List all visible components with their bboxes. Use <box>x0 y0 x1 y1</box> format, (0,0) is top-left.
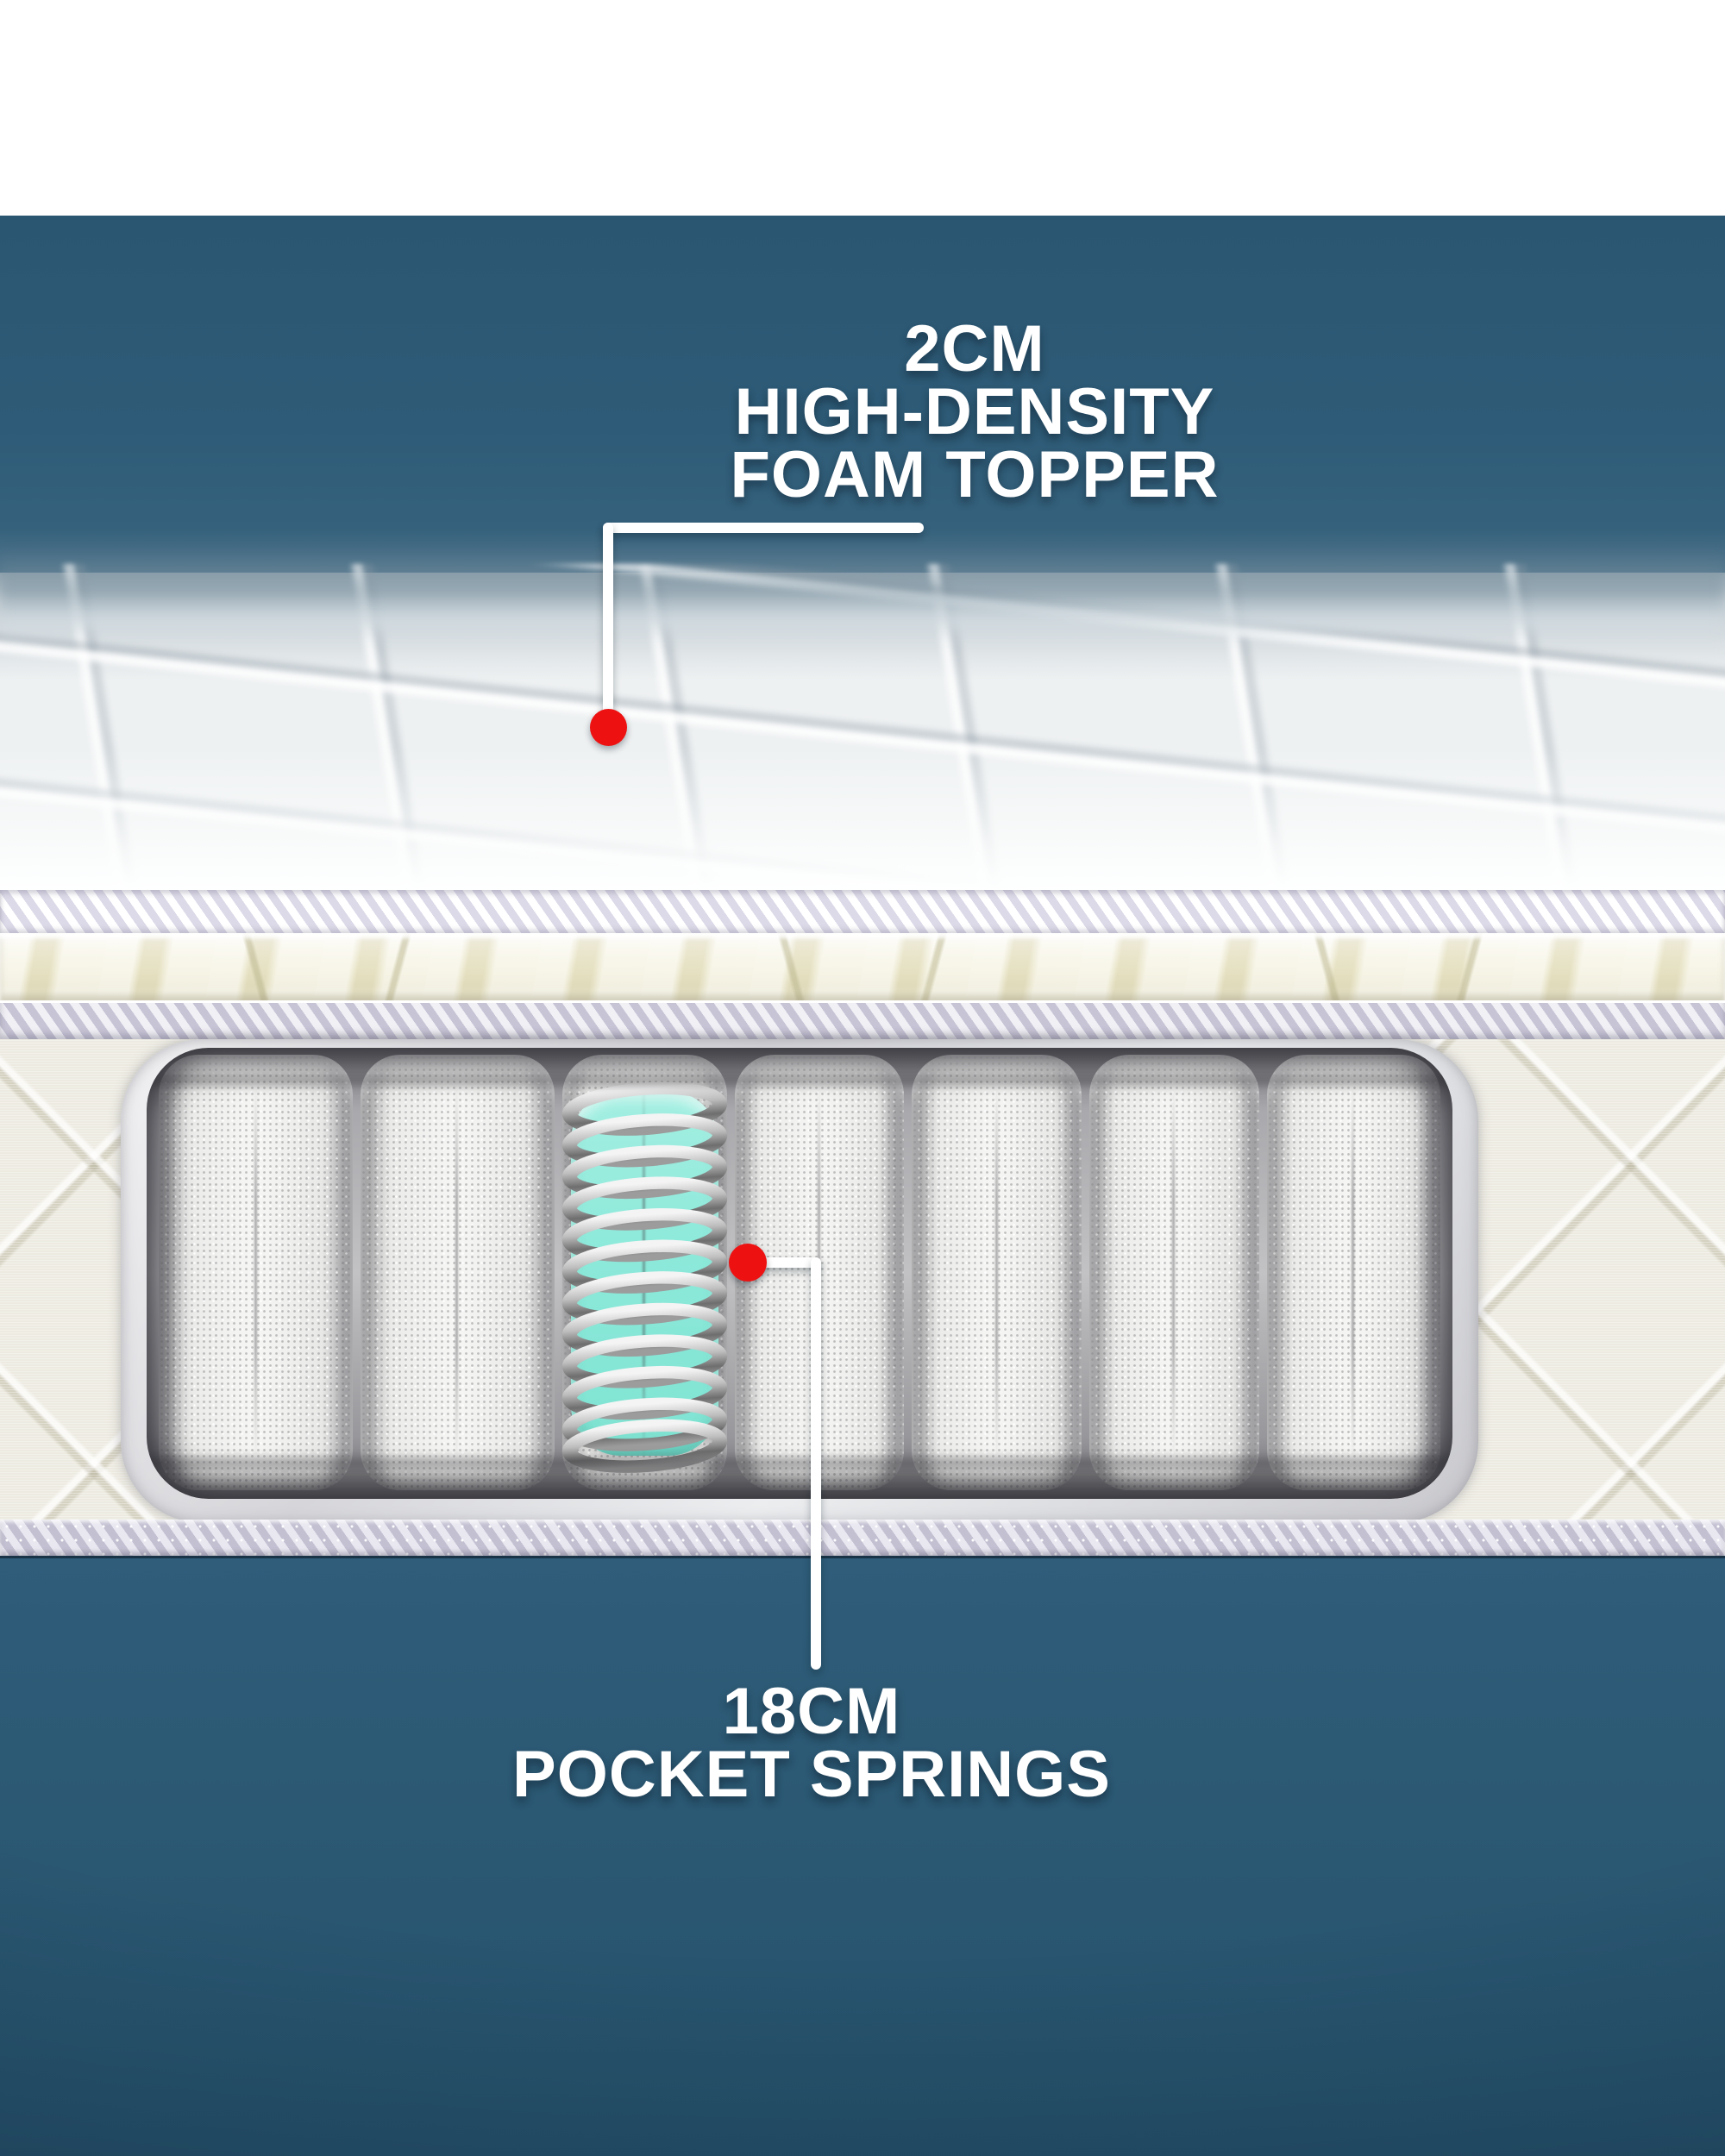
teal-backdrop-bottom <box>0 1556 1725 2156</box>
fabric-crease-bottom <box>147 1452 1452 1473</box>
pocket-springs-label-line2: POCKET SPRINGS <box>512 1738 1111 1811</box>
border-tape-upper <box>0 890 1725 933</box>
pocket-spring-column <box>361 1055 555 1490</box>
pocket-springs-label-line1: 18CM <box>722 1675 901 1748</box>
pocket-springs-marker-dot <box>729 1244 767 1282</box>
foam-topper-connector-vertical <box>603 523 613 723</box>
spring-cutaway-window <box>121 1039 1478 1523</box>
foam-topper-side-band <box>0 933 1725 1000</box>
pocket-spring-column <box>912 1055 1082 1490</box>
horizon-blur <box>0 548 1725 643</box>
spring-coil-icon <box>561 1081 727 1473</box>
foam-topper-label-line2: HIGH-DENSITY <box>734 375 1215 448</box>
foam-topper-connector-horizontal <box>603 523 924 533</box>
top-white-margin <box>0 0 1725 216</box>
pocket-spring-column <box>1266 1055 1440 1490</box>
teal-backdrop-top <box>0 216 1725 597</box>
spring-window-interior <box>147 1048 1452 1499</box>
pocket-spring-column <box>1088 1055 1259 1490</box>
foam-topper-label-line3: FOAM TOPPER <box>730 438 1220 511</box>
pocket-spring-column <box>159 1055 354 1490</box>
foam-topper-marker-dot <box>590 709 627 746</box>
border-tape-middle <box>0 1000 1725 1039</box>
border-tape-bottom <box>0 1520 1725 1556</box>
pocket-spring-column-exposed <box>561 1055 727 1490</box>
pocket-springs-label: 18CM POCKET SPRINGS <box>512 1675 1111 1811</box>
pocket-springs-connector-vertical <box>811 1257 821 1670</box>
pocket-spring-row <box>159 1055 1440 1490</box>
foam-topper-label: 2CM HIGH-DENSITY FOAM TOPPER <box>730 312 1220 511</box>
mattress-lower-side <box>0 1039 1725 1523</box>
foam-topper-label-line1: 2CM <box>904 312 1045 385</box>
fabric-crease-top <box>147 1070 1452 1091</box>
